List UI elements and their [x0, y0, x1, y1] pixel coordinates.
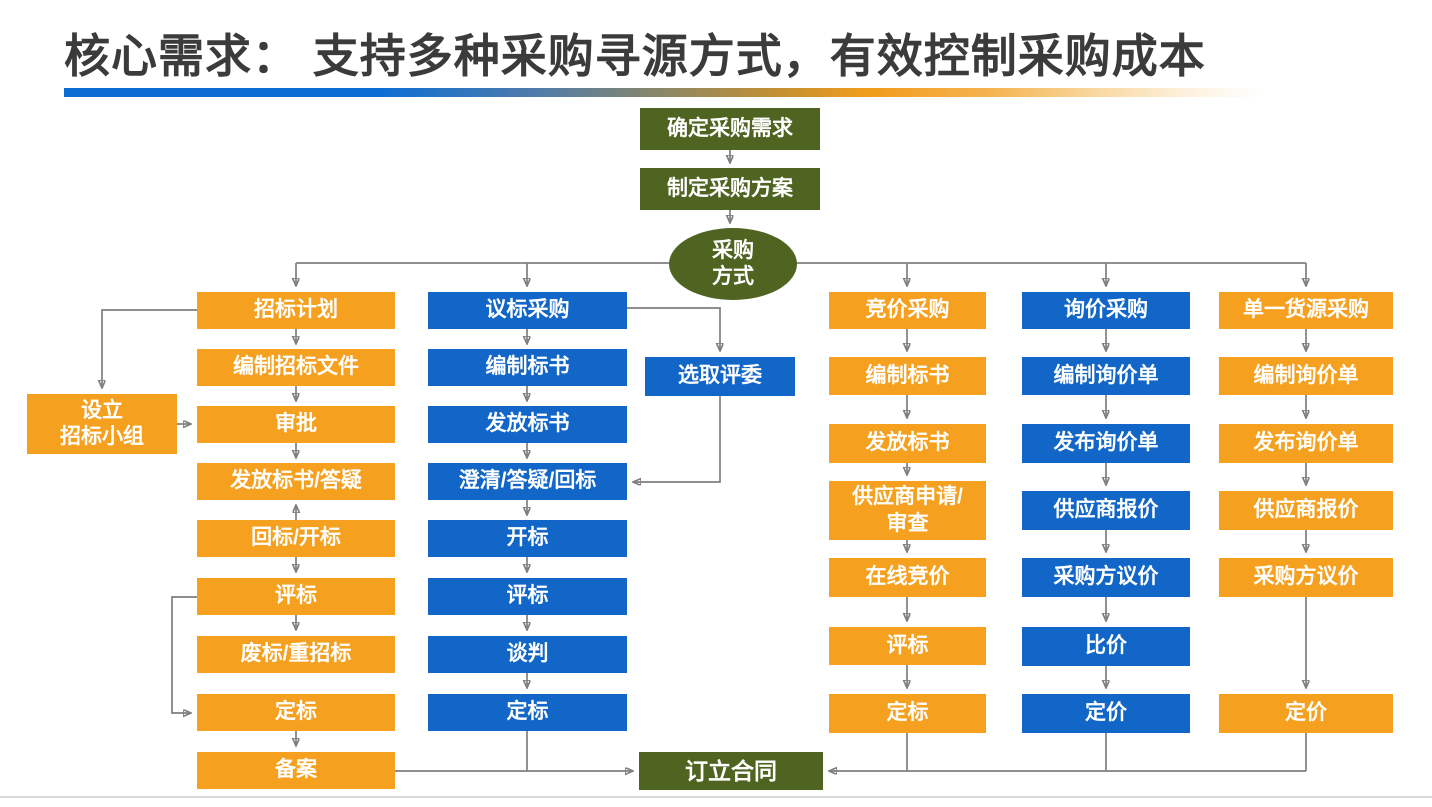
node-filing: 备案: [197, 752, 395, 789]
node-competitive-award: 定标: [829, 694, 986, 733]
node-competitive-evaluation: 评标: [829, 627, 986, 665]
node-single-publish-rfq: 发布询价单: [1219, 424, 1393, 463]
node-negotiation: 谈判: [428, 636, 627, 673]
node-determine-demand: 确定采购需求: [640, 108, 820, 150]
node-competitive-prepare-docs: 编制标书: [829, 357, 986, 395]
node-single-supplier-quote: 供应商报价: [1219, 491, 1393, 530]
node-cancel-rebid: 废标/重招标: [197, 636, 395, 673]
node-setup-tender-team: 设立 招标小组: [27, 394, 177, 454]
node-competitive-bidding: 竞价采购: [829, 292, 986, 329]
node-price-compare: 比价: [1022, 627, 1190, 666]
node-clarify-qa-return: 澄清/答疑/回标: [428, 463, 627, 500]
node-tender-award: 定标: [197, 694, 395, 731]
node-single-buyer-negotiate: 采购方议价: [1219, 558, 1393, 597]
node-return-open-bids: 回标/开标: [197, 520, 395, 557]
node-issue-bid-docs: 发放标书: [428, 406, 627, 443]
node-select-judges: 选取评委: [645, 357, 795, 396]
node-open-bids: 开标: [428, 520, 627, 557]
node-make-procurement-plan: 制定采购方案: [640, 168, 820, 210]
node-inquiry-procurement: 询价采购: [1022, 292, 1190, 329]
page-title: 核心需求： 支持多种采购寻源方式，有效控制采购成本: [64, 30, 1206, 82]
node-inquiry-publish-rfq: 发布询价单: [1022, 424, 1190, 463]
node-single-source-procurement: 单一货源采购: [1219, 292, 1393, 329]
node-online-bidding: 在线竞价: [829, 558, 986, 597]
node-supplier-apply-review: 供应商申请/ 审查: [829, 481, 986, 540]
node-tender-plan: 招标计划: [197, 292, 395, 329]
node-issue-docs-qa: 发放标书/答疑: [197, 463, 395, 500]
node-single-prepare-rfq: 编制询价单: [1219, 357, 1393, 395]
node-prepare-tender-docs: 编制招标文件: [197, 349, 395, 386]
node-procurement-method: 采购 方式: [669, 228, 797, 300]
node-inquiry-buyer-negotiate: 采购方议价: [1022, 558, 1190, 597]
node-tender-evaluation: 评标: [197, 578, 395, 615]
node-prepare-bid-docs: 编制标书: [428, 349, 627, 386]
node-sign-contract: 订立合同: [639, 752, 823, 790]
title-gradient-divider: [64, 88, 1262, 97]
node-negotiated-evaluation: 评标: [428, 578, 627, 615]
node-inquiry-prepare-rfq: 编制询价单: [1022, 357, 1190, 395]
node-inquiry-set-price: 定价: [1022, 694, 1190, 733]
node-approval: 审批: [197, 406, 395, 443]
node-single-set-price: 定价: [1219, 694, 1393, 733]
node-inquiry-supplier-quote: 供应商报价: [1022, 491, 1190, 530]
node-competitive-issue-docs: 发放标书: [829, 424, 986, 463]
node-negotiated-procurement: 议标采购: [428, 292, 627, 329]
node-negotiated-award: 定标: [428, 694, 627, 731]
bottom-divider: [0, 796, 1432, 798]
